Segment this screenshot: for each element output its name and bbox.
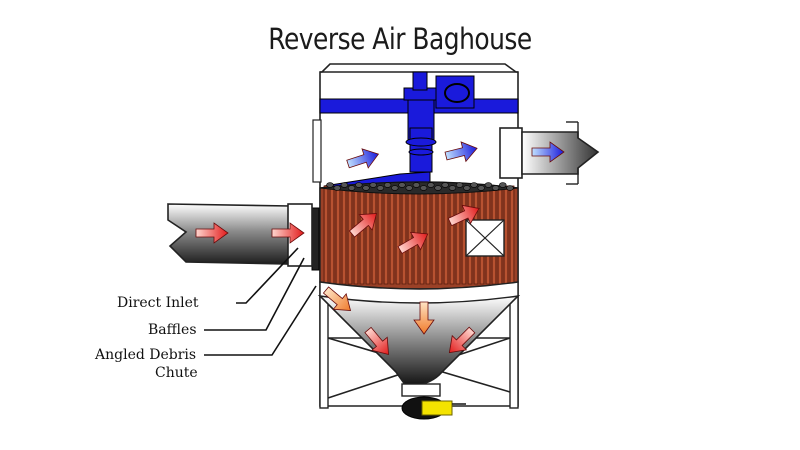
filter-bag xyxy=(347,185,353,285)
bag-cap xyxy=(499,182,507,188)
leader-baffles xyxy=(204,257,305,331)
bag-cap xyxy=(355,182,363,188)
inlet-duct xyxy=(167,203,313,267)
filter-bag xyxy=(359,185,365,285)
bag-access-door xyxy=(465,219,505,257)
diagram-title: Reverse Air Baghouse xyxy=(268,22,532,56)
filter-bag xyxy=(509,185,515,285)
filter-bag xyxy=(455,185,461,285)
bag-cap xyxy=(405,185,413,191)
filter-bag xyxy=(329,185,335,285)
bag-cap xyxy=(326,182,334,188)
bag-cap xyxy=(463,185,471,191)
filter-bag xyxy=(371,185,377,285)
bag-cap xyxy=(448,185,457,191)
bag-cap xyxy=(391,185,399,191)
bag-cap xyxy=(419,185,428,191)
label-angled-debris-chute-line2: Chute xyxy=(155,365,198,381)
bag-cap xyxy=(398,182,406,188)
support-leg-right xyxy=(509,295,519,409)
bag-cap xyxy=(376,185,385,191)
filter-bag xyxy=(341,185,347,285)
bag-cap xyxy=(491,185,500,191)
label-direct-inlet: Direct Inlet xyxy=(117,295,199,311)
bag-cap xyxy=(333,185,341,191)
support-leg-left xyxy=(319,295,329,409)
filter-bag xyxy=(395,185,401,285)
bag-cap xyxy=(477,185,485,191)
access-door-upper xyxy=(312,119,322,183)
leader-angled-debris-chute xyxy=(204,285,317,356)
bag-cap xyxy=(340,182,349,188)
filter-bag xyxy=(443,185,449,285)
filter-bag xyxy=(365,185,371,285)
bag-cap xyxy=(427,182,435,188)
leader-direct-inlet xyxy=(236,247,299,304)
filter-bag xyxy=(407,185,413,285)
bag-cap xyxy=(484,182,493,188)
reverse-air-fan xyxy=(403,71,475,173)
bag-cap xyxy=(441,182,449,188)
bag-cap xyxy=(383,182,392,188)
filter-bag xyxy=(323,185,329,285)
filter-bag xyxy=(449,185,455,285)
filter-bag xyxy=(383,185,389,285)
filter-bag xyxy=(437,185,443,285)
bag-cap xyxy=(347,185,356,191)
filter-bag xyxy=(401,185,407,285)
filter-bag xyxy=(431,185,437,285)
label-angled-debris-chute-line1: Angled Debris xyxy=(95,347,197,363)
collection-hopper xyxy=(317,281,521,397)
bag-cap xyxy=(455,182,464,188)
filter-bag xyxy=(389,185,395,285)
bag-cap xyxy=(412,182,421,188)
filter-bag xyxy=(335,185,341,285)
bag-cap xyxy=(369,182,377,188)
bag-cap xyxy=(362,185,370,191)
bag-cap xyxy=(506,185,514,191)
label-baffles: Baffles xyxy=(148,322,197,338)
bag-cap xyxy=(434,185,442,191)
callout-lines xyxy=(204,247,317,356)
filter-bag xyxy=(377,185,383,285)
rotary-airlock-valve xyxy=(401,396,466,420)
baffles xyxy=(311,207,320,271)
bag-cap xyxy=(470,182,478,188)
